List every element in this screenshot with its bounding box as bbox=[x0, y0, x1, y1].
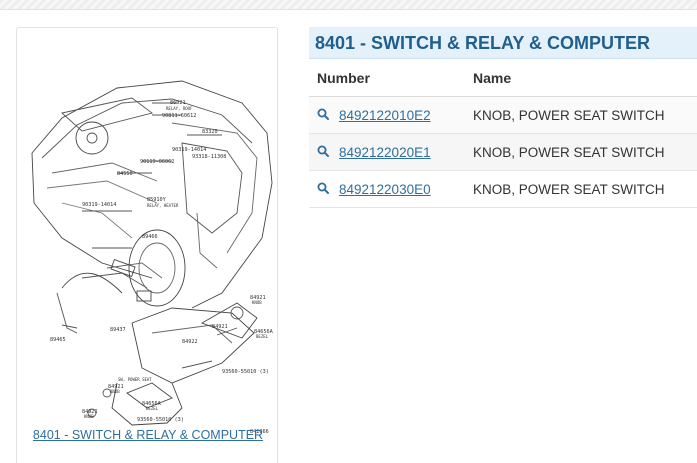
diagram-label: 93560-55010 (3) bbox=[222, 369, 269, 375]
diagram-label: 86921 bbox=[170, 100, 186, 106]
parts-diagram[interactable]: 86921 RELAY, ROOF 90811-60612 83320 9011… bbox=[22, 63, 274, 441]
diagram-label: 84921 bbox=[250, 295, 266, 301]
part-number-link[interactable]: 8492122030E0 bbox=[339, 181, 431, 197]
diagram-label: RELAY, HEATER bbox=[147, 203, 179, 208]
parts-table: Number Name 8492122010E2 KNOB, POWER SEA… bbox=[309, 59, 697, 208]
top-decorative-strip bbox=[0, 0, 697, 10]
section-title: 8401 - SWITCH & RELAY & COMPUTER bbox=[309, 27, 697, 59]
diagram-label: 84656A bbox=[254, 329, 274, 335]
diagram-caption-link[interactable]: 8401 - SWITCH & RELAY & COMPUTER bbox=[32, 428, 264, 442]
diagram-label: 84656A bbox=[142, 401, 162, 407]
column-header-name: Name bbox=[473, 59, 697, 97]
diagram-label: KNOB bbox=[110, 389, 120, 394]
diagram-label: 842866 bbox=[250, 429, 269, 435]
diagram-label: 93560-55010 (3) bbox=[137, 417, 184, 423]
diagram-label: 85910Y bbox=[147, 197, 167, 203]
diagram-label: 84921 bbox=[212, 324, 228, 330]
diagram-label: 90319-14014 bbox=[172, 147, 206, 153]
diagram-label: KNOB bbox=[84, 414, 94, 419]
part-number-link[interactable]: 8492122020E1 bbox=[339, 144, 431, 160]
diagram-label: 89437 bbox=[110, 327, 126, 333]
diagram-label: BEZEL bbox=[256, 334, 269, 339]
search-icon[interactable] bbox=[317, 145, 329, 160]
column-header-number: Number bbox=[309, 59, 473, 97]
diagram-label: 83320 bbox=[202, 129, 218, 135]
diagram-label: 90811-60612 bbox=[162, 113, 196, 119]
part-number-cell: 8492122020E1 bbox=[309, 133, 473, 171]
diagram-label: SW, POWER SEAT bbox=[118, 377, 152, 382]
diagram-label: 93318-11308 bbox=[192, 154, 226, 160]
search-icon[interactable] bbox=[317, 108, 329, 123]
diagram-label: 90319-14014 bbox=[82, 202, 116, 208]
part-name-cell: KNOB, POWER SEAT SWITCH bbox=[473, 96, 697, 134]
diagram-label: 89466 bbox=[142, 234, 158, 240]
diagram-label: 84921 bbox=[108, 384, 124, 390]
part-name-cell: KNOB, POWER SEAT SWITCH bbox=[473, 133, 697, 171]
table-header-row: Number Name bbox=[309, 59, 697, 97]
part-number-cell: 8492122010E2 bbox=[309, 96, 473, 134]
table-row: 8492122010E2 KNOB, POWER SEAT SWITCH bbox=[309, 96, 697, 134]
diagram-card: 86921 RELAY, ROOF 90811-60612 83320 9011… bbox=[16, 27, 278, 463]
part-name-cell: KNOB, POWER SEAT SWITCH bbox=[473, 170, 697, 208]
search-icon[interactable] bbox=[317, 182, 329, 197]
part-number-link[interactable]: 8492122010E2 bbox=[339, 107, 431, 123]
part-number-cell: 8492122030E0 bbox=[309, 170, 473, 208]
diagram-label: RELAY, ROOF bbox=[166, 106, 193, 111]
diagram-label: BEZEL bbox=[146, 406, 159, 411]
diagram-label: 84550 bbox=[117, 171, 133, 177]
diagram-label: 84921 bbox=[82, 409, 98, 415]
diagram-label: 89465 bbox=[50, 337, 66, 343]
table-row: 8492122020E1 KNOB, POWER SEAT SWITCH bbox=[309, 133, 697, 171]
diagram-label: 90119-06062 bbox=[140, 159, 174, 165]
diagram-label: 84922 bbox=[182, 339, 198, 345]
table-row: 8492122030E0 KNOB, POWER SEAT SWITCH bbox=[309, 170, 697, 208]
diagram-label: KNOB bbox=[252, 300, 262, 305]
